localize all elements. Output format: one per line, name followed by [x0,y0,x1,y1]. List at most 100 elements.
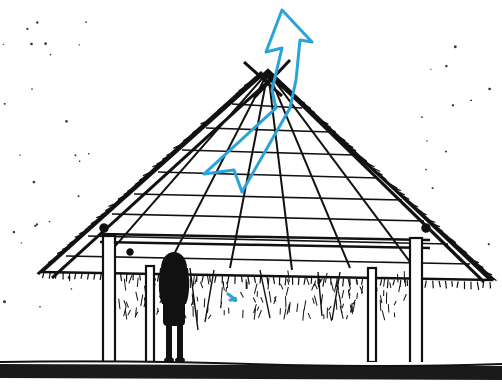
speckle [3,44,4,45]
brush-stroke [208,315,211,319]
thatch-strand [425,281,426,288]
brush-stroke [330,312,332,321]
brush-stroke [394,301,396,305]
thatch-strand [158,275,159,282]
brush-stroke [287,279,288,284]
brush-stroke [193,276,194,287]
brush-stroke [313,298,315,304]
person-silhouette-icon [159,252,189,363]
brush-stroke [284,308,286,319]
speckle [430,69,431,70]
brush-stroke [382,310,385,320]
speckle [30,43,33,46]
thatch-strand [260,277,261,284]
brush-stroke [201,282,203,288]
post-left-inner [146,266,154,362]
thatch-strand [490,282,491,288]
thatch-strand [457,281,458,288]
thatch-strand [433,281,434,289]
brush-stroke [357,280,358,285]
brush-stroke [269,291,271,303]
speckle [454,45,457,48]
thatch-strand [304,278,305,285]
thatch-strand [100,273,101,280]
brush-stroke [347,315,348,319]
brush-stroke [137,278,138,287]
thatch-strand [387,280,388,289]
brush-stroke [297,303,298,312]
brush-stroke [119,299,120,310]
thatch-strand [242,276,243,282]
brush-stroke [399,286,400,292]
speckle [13,231,15,233]
brush-stroke [197,297,198,302]
speckle [79,44,80,45]
brush-stroke [124,279,125,291]
speckle [85,21,87,23]
brush-stroke [124,300,126,306]
thatch-strand [215,276,216,283]
thatch-strand [202,276,204,283]
brush-stroke [157,311,158,315]
brush-stroke [331,282,333,291]
brush-stroke [136,292,138,301]
brush-stroke [141,295,143,307]
speckle [452,104,454,106]
thatch-strand [362,279,363,285]
thatch-strand [323,278,324,286]
brush-stroke [390,282,391,288]
brush-stroke [280,284,283,290]
speckle [65,120,68,123]
brush-stroke [388,304,389,312]
brush-stroke [241,292,244,298]
thatch-strand [298,278,299,285]
brush-stroke [226,287,227,292]
brush-stroke [253,298,256,303]
brush-stroke [289,302,290,313]
speckle [426,140,427,141]
post-right [410,238,422,364]
brush-stroke [341,308,344,318]
brush-stroke [342,304,343,309]
speckle [36,21,38,23]
brush-stroke [254,284,257,294]
brush-stroke [257,307,259,311]
thatch-strand [452,281,453,287]
brush-stroke [380,300,381,311]
thatch-strand [477,282,478,290]
speckle [34,225,36,227]
thatch-strand [227,276,229,284]
brush-stroke [128,310,131,315]
speckle [26,28,28,30]
speckle [49,221,51,223]
post-left [103,236,115,364]
speckle [488,88,491,91]
speckle [71,288,73,290]
speckle [33,181,36,184]
brush-stroke [221,287,222,298]
brush-stroke [357,293,358,299]
thatch-strand [210,276,211,283]
brush-stroke [335,283,337,293]
thatch-strand [273,277,274,284]
brush-stroke [398,274,399,282]
speckle [75,154,77,156]
ground [0,361,502,388]
speckle [88,153,90,155]
brush-stroke [308,313,311,319]
brush-stroke [336,299,337,310]
brush-stroke [342,290,344,298]
brush-stroke [268,278,269,290]
speckle [31,88,33,90]
brush-stroke [315,284,318,289]
speckle [425,169,427,171]
speckle [470,100,472,102]
brush-stroke [340,296,342,308]
brush-stroke [204,298,205,307]
brush-stroke [304,301,306,311]
speckle [44,42,47,45]
thatch-strand [400,280,401,287]
brush-stroke [312,283,315,290]
speckle [21,242,22,243]
thatch-strand [140,274,141,280]
